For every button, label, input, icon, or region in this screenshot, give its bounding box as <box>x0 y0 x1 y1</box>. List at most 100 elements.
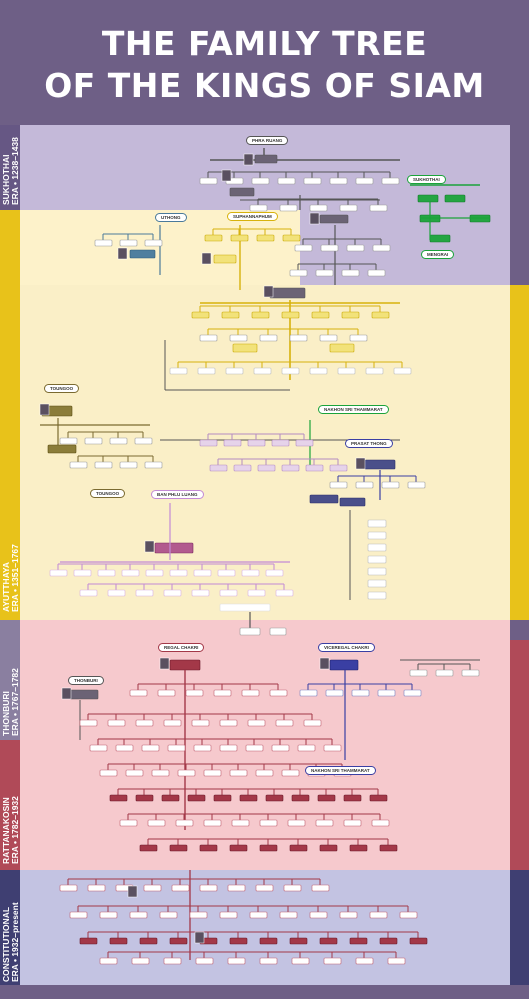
person-node <box>177 769 196 777</box>
person-node <box>299 689 318 697</box>
person-node <box>349 937 368 945</box>
person-node <box>365 367 384 375</box>
person-node <box>279 911 298 919</box>
person-node <box>131 957 150 965</box>
person-node <box>229 769 248 777</box>
person-node <box>303 177 322 185</box>
person-node <box>145 569 164 577</box>
person-node <box>291 957 310 965</box>
dynasty-label-toungoo-1: TOUNGOO <box>44 384 80 393</box>
person-node <box>403 689 422 697</box>
person-node <box>199 844 218 852</box>
portrait-image <box>263 285 274 298</box>
person-node <box>163 719 182 727</box>
person-node <box>355 177 374 185</box>
rstrip-ayutthaya <box>510 285 529 620</box>
person-node <box>79 719 98 727</box>
person-node <box>275 719 294 727</box>
person-node <box>254 154 278 164</box>
person-node <box>371 311 390 319</box>
person-node <box>59 437 78 445</box>
person-node <box>461 669 480 677</box>
person-node <box>349 334 368 342</box>
person-node <box>381 177 400 185</box>
person-node <box>379 937 398 945</box>
person-node <box>189 911 208 919</box>
person-node <box>381 481 400 489</box>
person-node <box>269 689 288 697</box>
person-node <box>119 239 138 247</box>
person-node <box>175 819 194 827</box>
person-node <box>265 794 284 802</box>
person-node <box>259 957 278 965</box>
person-node <box>367 579 387 588</box>
portrait-image <box>243 153 254 166</box>
person-node <box>259 819 278 827</box>
person-node <box>303 719 322 727</box>
person-node <box>129 689 148 697</box>
person-node <box>317 794 336 802</box>
dynasty-label-prasat-thong: PRASAT THONG <box>345 439 393 448</box>
person-node <box>219 911 238 919</box>
dynasty-label-phra-ruang: PHRA RUANG <box>246 136 289 145</box>
person-node <box>241 569 260 577</box>
person-node <box>169 659 201 671</box>
person-node <box>297 744 316 752</box>
person-node <box>223 439 242 447</box>
person-node <box>163 589 182 597</box>
person-node <box>265 569 284 577</box>
person-node <box>289 937 308 945</box>
portrait-image <box>221 169 232 182</box>
person-node <box>49 569 68 577</box>
person-node <box>329 481 348 489</box>
person-node <box>231 819 250 827</box>
person-node <box>169 937 188 945</box>
person-node <box>319 334 338 342</box>
dynasty-label-viceregal-chakri: VICEREGAL CHAKRI <box>318 643 375 652</box>
person-node <box>337 367 356 375</box>
person-node <box>309 494 339 504</box>
person-node <box>227 957 246 965</box>
person-node <box>311 884 330 892</box>
person-node <box>256 234 275 242</box>
person-node <box>169 367 188 375</box>
person-node <box>135 589 154 597</box>
person-node <box>319 214 349 224</box>
portrait-image <box>201 252 212 265</box>
person-node <box>277 177 296 185</box>
portrait-image <box>194 931 205 944</box>
person-node <box>255 884 274 892</box>
person-node <box>367 543 387 552</box>
person-node <box>99 911 118 919</box>
person-node <box>193 744 212 752</box>
person-node <box>377 689 396 697</box>
strip-thonburi <box>0 620 20 740</box>
person-node <box>367 519 387 528</box>
person-node <box>230 234 249 242</box>
person-node <box>355 481 374 489</box>
person-node <box>199 439 218 447</box>
person-node <box>203 769 222 777</box>
person-node <box>169 569 188 577</box>
strip-constitutional <box>0 870 20 985</box>
person-node <box>343 819 362 827</box>
person-node <box>204 234 223 242</box>
person-node <box>229 334 248 342</box>
rstrip-constitutional <box>510 870 529 985</box>
person-node <box>369 794 388 802</box>
person-node <box>251 177 270 185</box>
person-node <box>151 769 170 777</box>
person-node <box>161 794 180 802</box>
person-node <box>213 254 237 264</box>
person-node <box>281 769 300 777</box>
person-node <box>247 439 266 447</box>
person-node <box>227 884 246 892</box>
dynasty-label-sukhothai: SUKHOTHAI <box>407 175 446 184</box>
person-node <box>315 269 334 277</box>
person-node <box>69 689 99 700</box>
person-node <box>329 659 359 671</box>
person-node <box>163 957 182 965</box>
person-node <box>129 249 156 259</box>
person-node <box>109 437 128 445</box>
